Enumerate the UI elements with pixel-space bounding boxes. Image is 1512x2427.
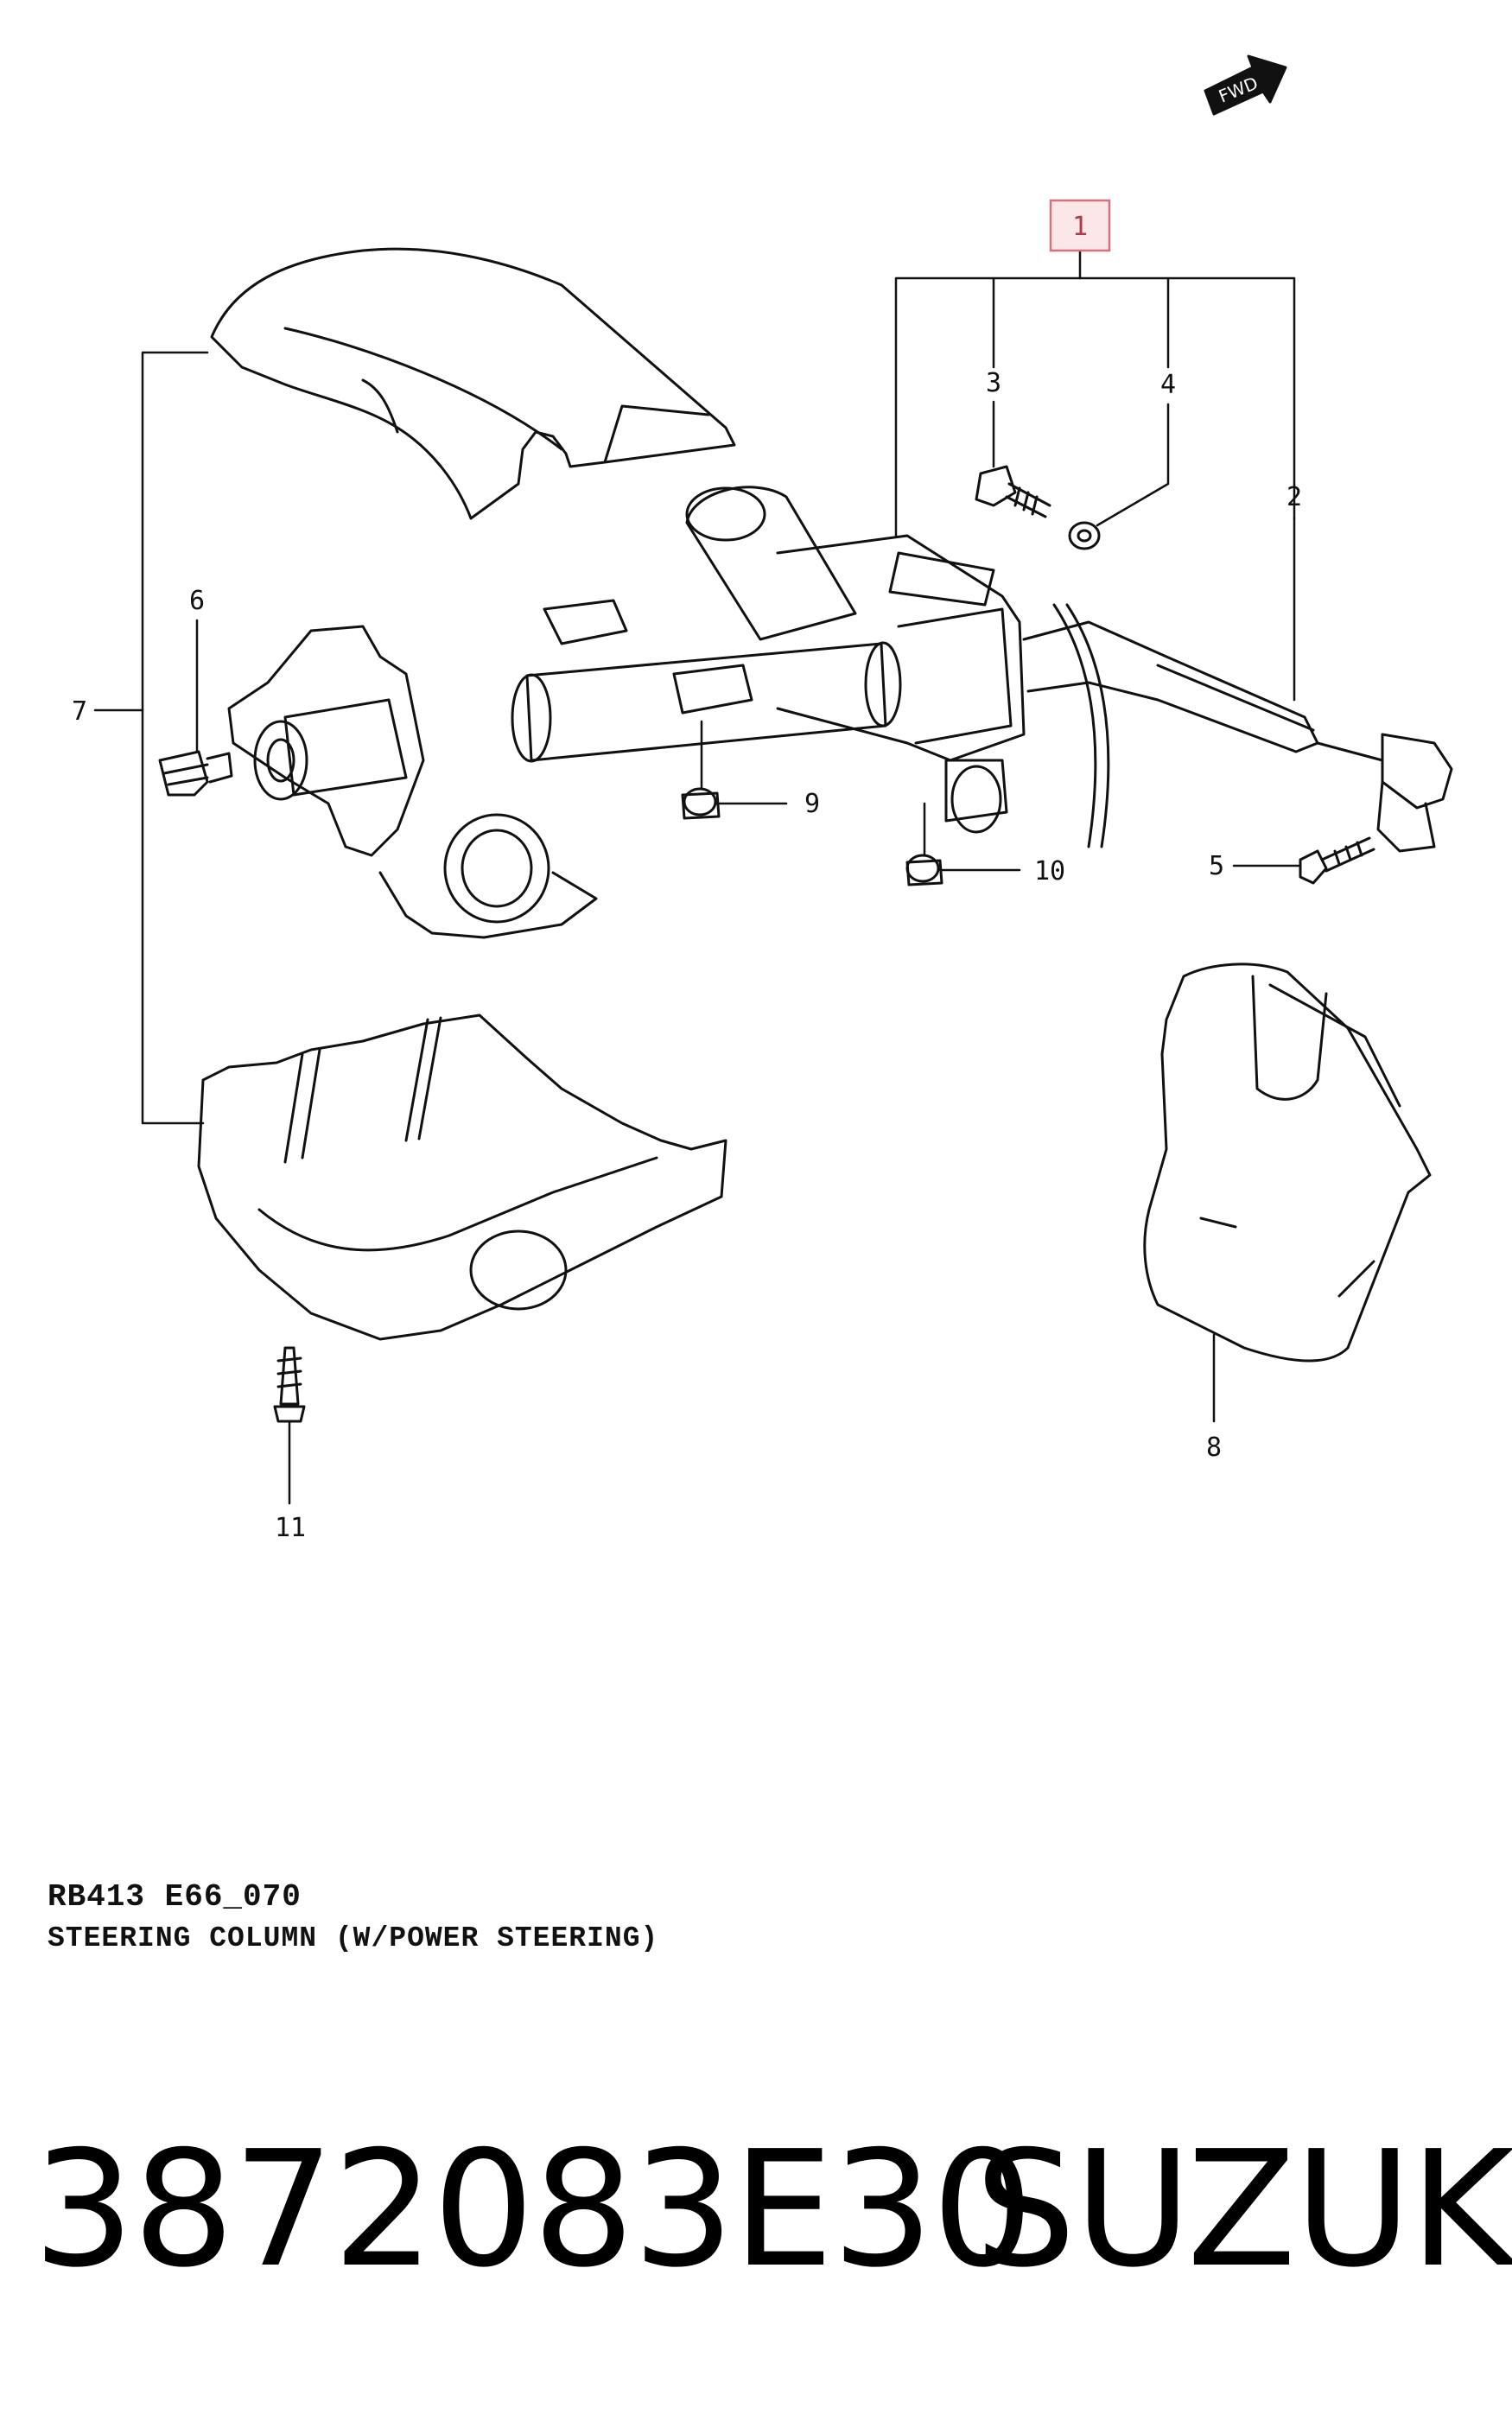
steering-column-assembly xyxy=(227,486,1453,939)
diagram-code: RB413 E66_070 xyxy=(48,1879,302,1915)
callout-8[interactable]: 8 xyxy=(1206,1433,1222,1463)
washer-4 xyxy=(1068,521,1101,550)
callout-10[interactable]: 10 xyxy=(1034,856,1065,886)
lower-column-cover xyxy=(197,1013,727,1341)
callout-1-box[interactable]: 1 xyxy=(1049,199,1111,252)
callout-6[interactable]: 6 xyxy=(189,586,205,616)
leader-lines xyxy=(93,249,1302,1505)
callout-7[interactable]: 7 xyxy=(72,696,87,727)
diagram-title: STEERING COLUMN (W/POWER STEERING) xyxy=(48,1922,659,1954)
column-hole-cover-8 xyxy=(1143,963,1432,1363)
callout-3[interactable]: 3 xyxy=(986,368,1001,398)
callout-11[interactable]: 11 xyxy=(275,1513,306,1543)
brand-name: SUZUKI xyxy=(975,2116,1512,2303)
nut-10 xyxy=(905,854,943,886)
callout-5[interactable]: 5 xyxy=(1209,851,1224,881)
screw-11 xyxy=(273,1346,306,1423)
bolt-3 xyxy=(975,465,1051,518)
callout-2[interactable]: 2 xyxy=(1286,482,1302,512)
fwd-arrow-icon: FWD xyxy=(1204,54,1287,116)
bolt-5 xyxy=(1299,836,1375,885)
part-number: 3872083E30 xyxy=(33,2116,1033,2303)
svg-text:1: 1 xyxy=(1072,212,1088,242)
part-info: 3872083E30 SUZUKI xyxy=(0,2130,1512,2320)
upper-column-cover xyxy=(210,247,736,520)
callout-9[interactable]: 9 xyxy=(804,789,820,819)
callout-4[interactable]: 4 xyxy=(1160,370,1176,400)
nut-9 xyxy=(681,787,721,820)
screw-6 xyxy=(158,750,233,797)
